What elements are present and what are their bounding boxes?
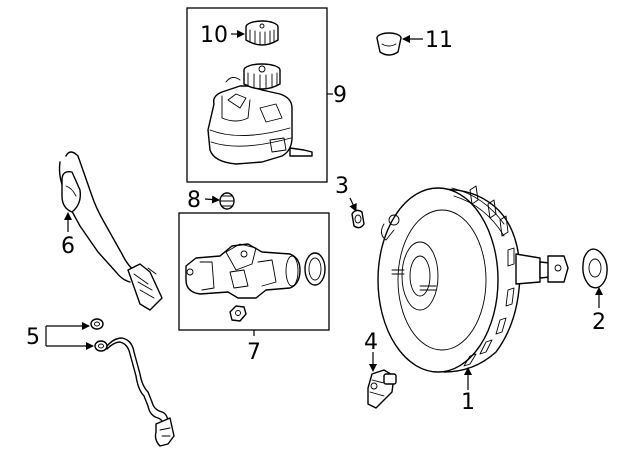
callout-11: 11 <box>425 28 453 53</box>
leader-3 <box>349 197 357 212</box>
seal-washer-part[interactable] <box>351 209 365 229</box>
callout-2: 2 <box>592 310 606 335</box>
vacuum-hose-part[interactable] <box>58 151 163 311</box>
callout-6: 6 <box>61 234 75 259</box>
leader-lines <box>45 30 603 390</box>
o-ring-seal-part[interactable] <box>304 252 326 286</box>
reservoir-group <box>186 7 333 183</box>
leader-8 <box>204 195 220 204</box>
callout-3: 3 <box>335 174 349 199</box>
callout-9: 9 <box>333 83 347 108</box>
callout-5: 5 <box>26 325 40 350</box>
reservoir-box <box>186 7 328 183</box>
callout-10: 10 <box>200 23 228 48</box>
callout-8: 8 <box>187 188 201 213</box>
reservoir-cap-part[interactable] <box>245 20 279 46</box>
sensor-wire-part[interactable] <box>90 318 175 447</box>
master-cylinder-part[interactable] <box>185 243 301 299</box>
booster-gasket-part[interactable] <box>582 248 608 289</box>
callout-4: 4 <box>364 330 378 355</box>
reservoir-tank-part[interactable] <box>207 63 313 165</box>
plug-part[interactable] <box>219 192 235 210</box>
brake-booster-part[interactable] <box>377 185 569 373</box>
callout-labels: 1 2 3 4 5 6 7 8 9 10 11 <box>26 23 606 415</box>
callout-1: 1 <box>461 390 475 415</box>
pressure-sensor-part[interactable] <box>367 369 397 409</box>
master-cylinder-group <box>178 212 330 336</box>
grommet-part[interactable] <box>376 32 402 56</box>
callout-7: 7 <box>247 340 261 365</box>
master-cylinder-nut-part[interactable] <box>229 305 247 322</box>
